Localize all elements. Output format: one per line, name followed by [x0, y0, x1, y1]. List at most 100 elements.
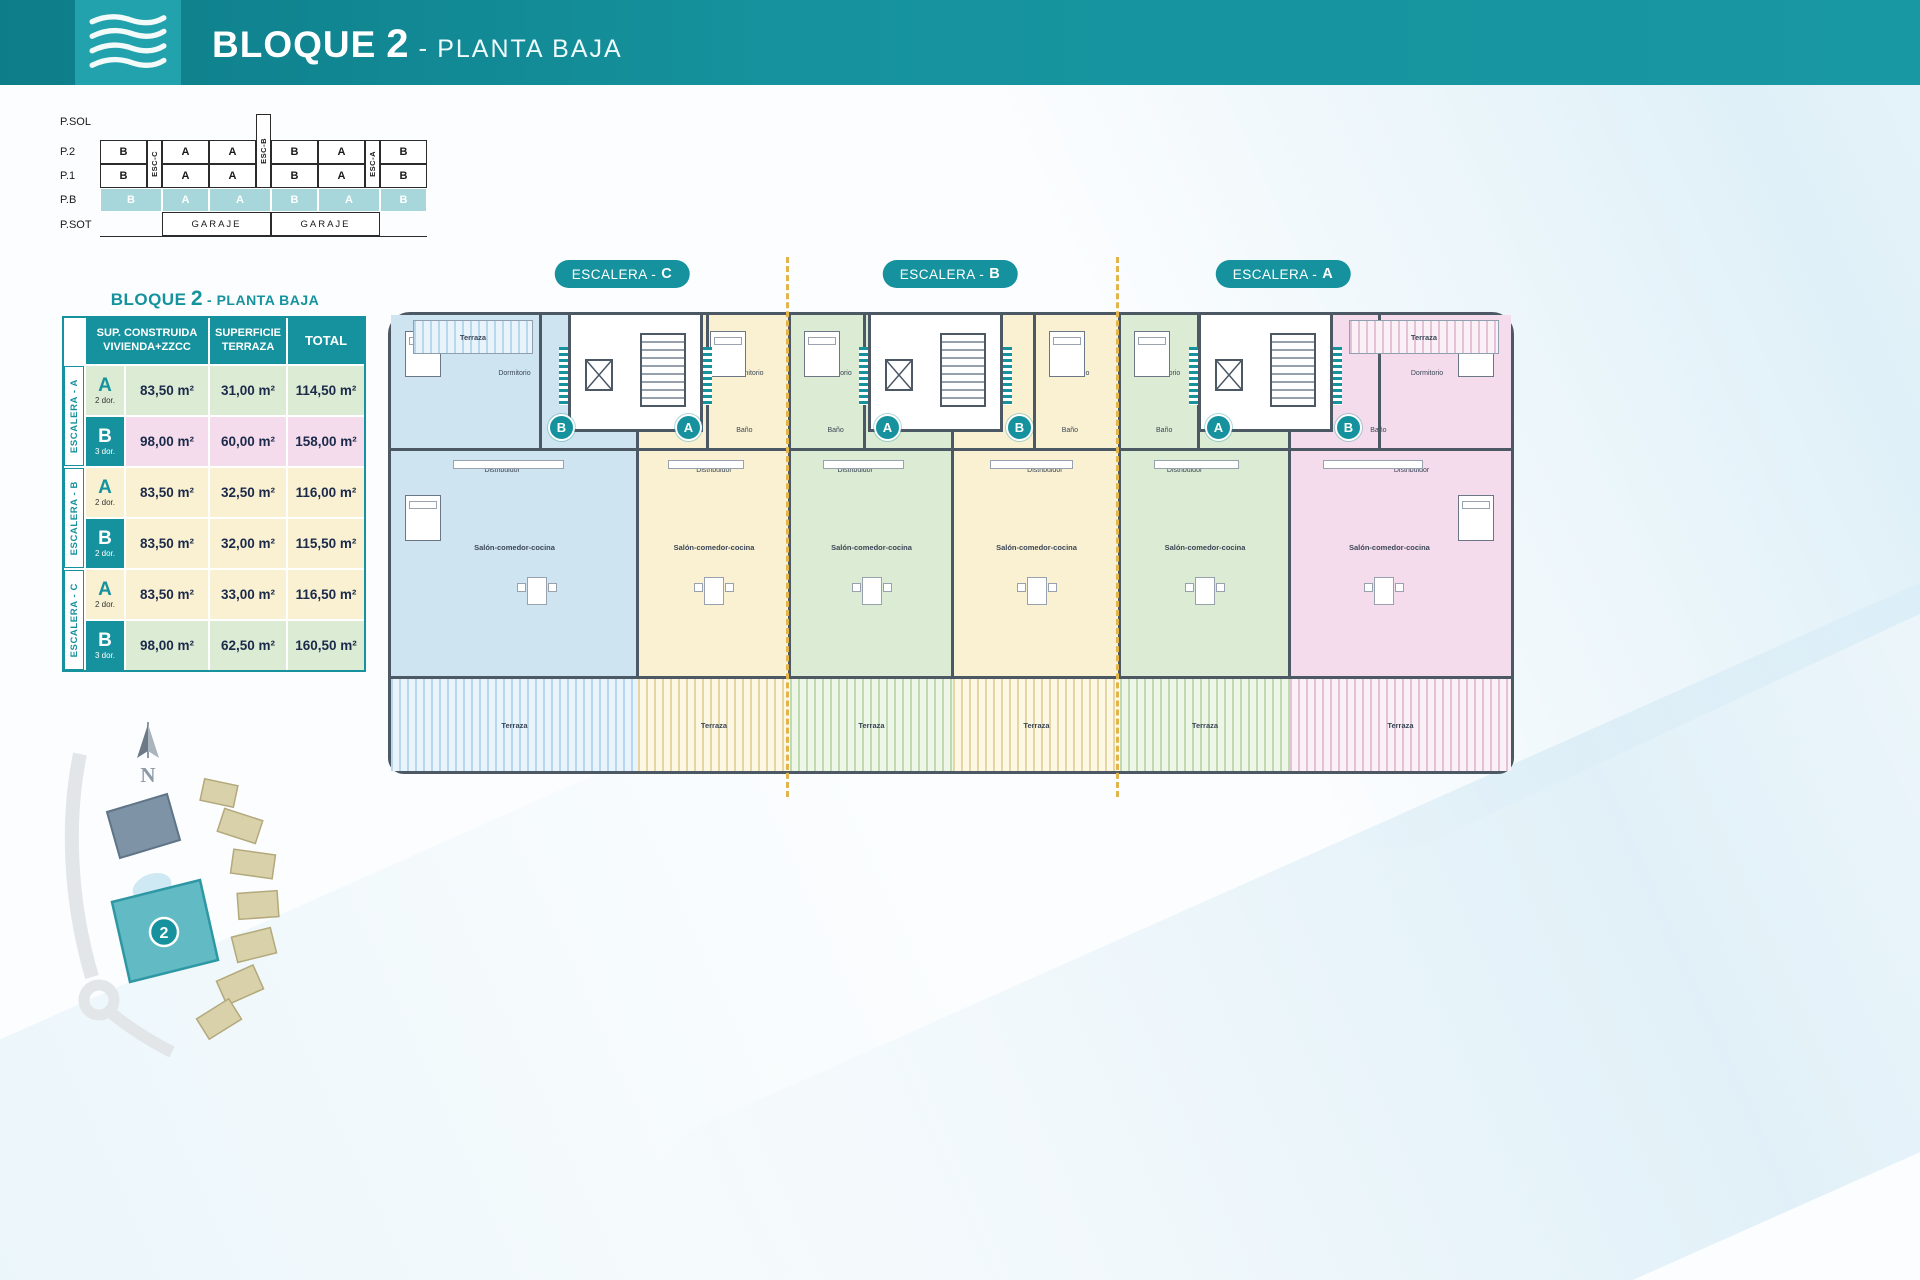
total-value: 158,00 m²	[288, 417, 364, 466]
header-line: SUPERFICIE	[214, 327, 281, 340]
kitchen-counter-icon	[989, 460, 1074, 469]
stack-cell-pb: B	[271, 188, 318, 212]
wall	[636, 315, 639, 679]
header-line: TOTAL	[304, 332, 348, 348]
unit-dorms: 2 dor.	[94, 549, 115, 558]
pill-prefix: ESCALERA -	[1232, 266, 1318, 282]
room-label-living: Salón-comedor-cocina	[1164, 543, 1246, 552]
building-block-1	[105, 792, 182, 860]
wall	[1033, 315, 1037, 448]
stack-cell: B	[100, 164, 147, 188]
stack-cell: B	[380, 140, 427, 164]
unit-letter: B	[98, 528, 112, 549]
unit-dorms: 3 dor.	[94, 447, 115, 456]
built-value: 83,50 m²	[126, 519, 208, 568]
unit-dorms: 2 dor.	[94, 498, 115, 507]
pill-letter: C	[661, 266, 673, 282]
room-label-living: Salón-comedor-cocina	[474, 543, 555, 552]
unit-dorms: 2 dor.	[94, 600, 115, 609]
pill-letter: B	[989, 266, 1001, 282]
unit-badge: B	[548, 414, 575, 441]
room-label-bath: Baño	[736, 427, 753, 434]
stack-cell: A	[209, 140, 256, 164]
unit-badge: B	[1006, 414, 1033, 441]
terrace-value: 62,50 m²	[210, 621, 286, 670]
total-value: 115,50 m²	[288, 519, 364, 568]
room-label-hall: Distribuidor	[1393, 467, 1430, 474]
room-label-hall: Distribuidor	[696, 467, 732, 474]
group-label-escalera-b: ESCALERA - B	[64, 468, 84, 568]
vestibule-strip	[559, 347, 568, 405]
table-title-number: 2	[190, 287, 203, 310]
table-header-total: TOTAL	[288, 318, 364, 364]
bed-icon	[1134, 331, 1170, 377]
terrace-value: 33,00 m²	[210, 570, 286, 619]
wall	[951, 315, 954, 679]
vestibule-strip	[1333, 347, 1342, 405]
table-header-built: SUP. CONSTRUIDA VIVIENDA+ZZCC	[86, 318, 208, 364]
unit-cell: B 3 dor.	[86, 417, 124, 466]
floor-plan: Dormitorio Baño Distribuidor Salón-comed…	[388, 312, 1514, 774]
stack-cell: A	[209, 164, 256, 188]
floor-label-psol: P.SOL	[60, 116, 91, 128]
bed-icon	[405, 495, 441, 541]
vestibule-strip	[703, 347, 712, 405]
room-label-hall: Distribuidor	[1166, 467, 1203, 474]
pill-letter: A	[1322, 266, 1334, 282]
table-title-word: BLOQUE	[110, 290, 187, 309]
kitchen-counter-icon	[1154, 460, 1239, 469]
stack-cell: B	[380, 164, 427, 188]
building-section-diagram: P.SOL P.2 P.1 P.B P.SOT B A A B A B B A …	[60, 112, 430, 242]
stack-cell-pb: A	[209, 188, 271, 212]
terrace-value: 60,00 m²	[210, 417, 286, 466]
unit-badge: B	[1335, 414, 1362, 441]
elevator-icon	[1215, 359, 1243, 391]
dining-table-icon	[516, 577, 557, 605]
table-corner	[64, 318, 84, 364]
block-2-badge-number: 2	[160, 925, 169, 942]
terrace-area: Terraza	[638, 679, 790, 771]
table-title-suffix: - PLANTA BAJA	[207, 292, 320, 308]
dining-table-icon	[1016, 577, 1057, 605]
built-value: 83,50 m²	[126, 570, 208, 619]
stack-cell: A	[318, 140, 365, 164]
terrace-area: Terraza	[1120, 679, 1290, 771]
terrace-value: 32,00 m²	[210, 519, 286, 568]
room-label-bath: Baño	[1156, 427, 1173, 434]
bed-icon	[1458, 495, 1494, 541]
wall	[788, 315, 791, 679]
unit-cell: B 3 dor.	[86, 621, 124, 670]
group-label-escalera-c: ESCALERA - C	[64, 570, 84, 670]
stack-cell-pb: A	[318, 188, 380, 212]
header-line: SUP. CONSTRUIDA	[96, 327, 198, 340]
unit-cell: B 2 dor.	[86, 519, 124, 568]
stack-cell: A	[318, 164, 365, 188]
built-value: 98,00 m²	[126, 621, 208, 670]
room-label-hall: Distribuidor	[1027, 467, 1063, 474]
unit-cell: A 2 dor.	[86, 366, 124, 415]
escalera-b-pill: ESCALERA -B	[882, 260, 1018, 288]
kitchen-counter-icon	[452, 460, 564, 469]
floor-label-p2: P.2	[60, 146, 76, 158]
table-title: BLOQUE 2 - PLANTA BAJA	[62, 287, 368, 311]
unit-letter: B	[98, 630, 112, 651]
stair-core-a	[1189, 312, 1342, 432]
header-bar: BLOQUE 2 - PLANTA BAJA	[0, 0, 1920, 85]
section-separator	[786, 257, 789, 797]
room-label-bedroom: Dormitorio	[1410, 370, 1444, 377]
floor-label-psot: P.SOT	[60, 219, 92, 231]
north-arrow-icon	[137, 724, 148, 758]
floor-label-p1: P.1	[60, 170, 76, 182]
room-label-bath: Baño	[827, 427, 844, 434]
header-line: TERRAZA	[221, 341, 275, 353]
stairs-icon	[640, 333, 686, 407]
total-value: 116,00 m²	[288, 468, 364, 517]
stack-cell: B	[271, 164, 318, 188]
stack-cell: A	[162, 164, 209, 188]
room-label-living: Salón-comedor-cocina	[996, 543, 1077, 552]
kitchen-counter-icon	[822, 460, 905, 469]
stack-cell: B	[100, 140, 147, 164]
room-label-bedroom: Dormitorio	[731, 370, 764, 377]
dining-table-icon	[694, 577, 734, 605]
dining-table-icon	[1185, 577, 1225, 605]
